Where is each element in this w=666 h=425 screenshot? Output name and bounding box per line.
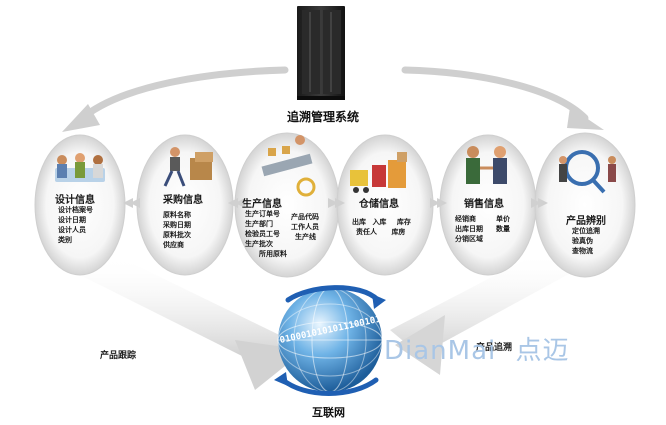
node-sales-items-right: 单价 数量	[496, 214, 510, 234]
worker-cart-icon	[163, 147, 213, 187]
beam-right-arrow	[395, 315, 445, 375]
list-item: 工作人员	[291, 223, 319, 231]
list-item: 数量	[496, 225, 510, 233]
list-item: 出库日期	[455, 225, 483, 233]
list-item: 库存	[396, 218, 411, 226]
arc-left	[76, 66, 289, 124]
list-item: 生产部门	[245, 220, 273, 228]
watermark-latin: DianMai	[384, 336, 497, 366]
arc-right	[401, 66, 589, 122]
node-storage-items-top: 出库 入库 库存	[352, 217, 411, 227]
arrowhead-left	[62, 104, 100, 132]
node-production-title: 生产信息	[242, 199, 282, 210]
node-design-title: 设计信息	[55, 195, 95, 206]
list-item: 生产批次	[245, 240, 273, 248]
list-item: 原料批次	[163, 231, 191, 239]
server-icon	[297, 6, 345, 100]
node-purchase-title: 采购信息	[163, 195, 203, 206]
list-item: 定位追溯	[572, 227, 600, 235]
flow-label-tracing: 产品追溯	[476, 343, 513, 353]
list-item: 经销商	[455, 215, 476, 223]
node-design-items: 设计档案号 设计日期 设计人员 类别	[58, 205, 93, 245]
node-production-items-left: 生产订单号 生产部门 检验员工号 生产批次 所用原料	[245, 209, 287, 259]
node-storage-title: 仓储信息	[359, 199, 399, 210]
node-storage-items-bottom: 责任人 库房	[356, 227, 405, 237]
node-sales-items-left: 经销商 出库日期 分销区域	[455, 214, 483, 244]
watermark: DianMai 点迈	[384, 330, 570, 367]
list-item: 类别	[58, 236, 72, 244]
watermark-cn: 点迈	[515, 336, 570, 366]
list-item: 出库	[352, 218, 366, 226]
list-item: 生产订单号	[245, 210, 280, 218]
list-item: 生产线	[295, 233, 316, 241]
list-item: 库房	[391, 228, 406, 236]
list-item: 分销区域	[455, 235, 483, 243]
flow-label-tracking: 产品跟踪	[100, 351, 137, 361]
list-item: 入库	[372, 218, 387, 226]
globe-icon	[274, 285, 386, 396]
list-item: 产品代码	[291, 213, 319, 221]
design-team-icon	[55, 153, 105, 182]
list-item: 所用原料	[259, 250, 287, 258]
list-item: 采购日期	[163, 221, 191, 229]
list-item: 查物流	[572, 247, 593, 255]
node-identify-items: 定位追溯 验真伪 查物流	[572, 226, 600, 256]
warehouse-icon	[350, 152, 407, 193]
system-title: 追溯管理系统	[287, 110, 360, 124]
list-item: 设计档案号	[58, 206, 93, 214]
arrowhead-right	[567, 107, 604, 130]
list-item: 设计日期	[58, 216, 86, 224]
list-item: 供应商	[163, 241, 184, 249]
beam-left	[70, 255, 300, 360]
node-purchase-items: 原料名称 采购日期 原料批次 供应商	[163, 210, 191, 250]
list-item: 验真伪	[572, 237, 593, 245]
list-item: 检验员工号	[245, 230, 280, 238]
magnifier-people-icon	[559, 150, 616, 194]
handshake-icon	[466, 146, 507, 184]
node-sales-title: 销售信息	[464, 199, 504, 210]
list-item: 单价	[496, 215, 510, 223]
chain-arrows	[123, 198, 548, 208]
factory-line-icon	[261, 135, 316, 197]
list-item: 设计人员	[58, 226, 86, 234]
list-item: 责任人	[356, 228, 377, 236]
list-item: 原料名称	[163, 211, 191, 219]
node-production-items-right: 产品代码 工作人员 生产线	[291, 212, 319, 242]
internet-title: 互联网	[312, 406, 345, 419]
node-identify-title: 产品辨别	[566, 216, 606, 227]
